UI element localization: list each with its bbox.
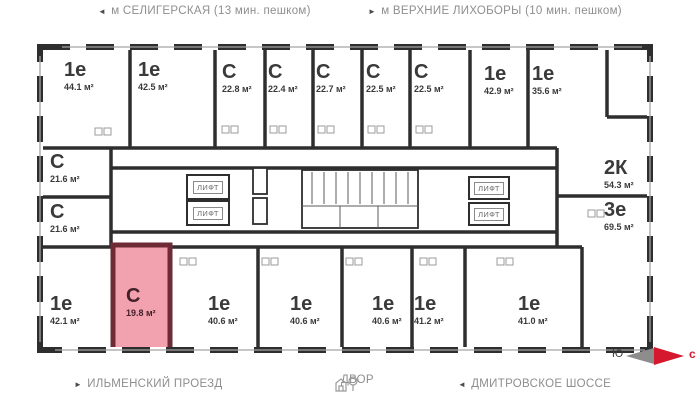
poi-metro-seligerskaya: ◄ м СЕЛИГЕРСКАЯ (13 мин. пешком) xyxy=(98,5,311,17)
unit-area: 42.5 м² xyxy=(138,82,168,92)
elevator-label: ЛИФТ xyxy=(193,206,223,220)
unit-type: 3е xyxy=(604,199,627,221)
poi-ilmensky-proezd: ► ИЛЬМЕНСКИЙ ПРОЕЗД xyxy=(74,378,223,390)
unit-type: С xyxy=(126,285,141,307)
elevator-label: ЛИФТ xyxy=(474,207,504,221)
unit-area: 22.7 м² xyxy=(316,84,346,94)
windows xyxy=(37,44,653,353)
unit-area: 19.8 м² xyxy=(126,308,156,318)
unit-type: 1е xyxy=(50,293,73,315)
poi-label: ИЛЬМЕНСКИЙ ПРОЕЗД xyxy=(87,378,223,390)
unit-area: 21.6 м² xyxy=(50,174,80,184)
unit-type: 1е xyxy=(208,293,231,315)
unit-type: С xyxy=(222,61,237,83)
poi-dmitrovskoe-shosse: ◄ ДМИТРОВСКОЕ ШОССЕ xyxy=(458,378,611,390)
unit-area: 41.2 м² xyxy=(414,316,444,326)
arrow-right-icon: ► xyxy=(74,379,83,389)
elevator: ЛИФТ xyxy=(468,202,510,226)
elevator: ЛИФТ xyxy=(186,174,230,200)
poi-label: м ВЕРХНИЕ ЛИХОБОРЫ (10 мин. пешком) xyxy=(381,5,622,17)
unit-type: 1е xyxy=(64,59,87,81)
compass-arrow xyxy=(626,347,684,365)
compass-south-label: Ю xyxy=(612,348,624,360)
arrow-left-icon: ◄ xyxy=(458,379,467,389)
unit-type: С xyxy=(268,61,283,83)
unit-area: 42.9 м² xyxy=(484,86,514,96)
unit-type: С xyxy=(414,61,429,83)
unit-area: 35.6 м² xyxy=(532,86,562,96)
unit-area: 22.5 м² xyxy=(366,84,396,94)
staircase xyxy=(301,169,419,229)
unit-area: 41.0 м² xyxy=(518,316,548,326)
compass-north-arrow xyxy=(654,347,684,365)
arrow-left-icon: ◄ xyxy=(98,6,107,16)
arrow-right-icon: ► xyxy=(368,6,377,16)
unit-area: 44.1 м² xyxy=(64,82,94,92)
unit-area: 22.4 м² xyxy=(268,84,298,94)
unit-type: 1е xyxy=(290,293,313,315)
unit-area: 22.8 м² xyxy=(222,84,252,94)
unit-area: 40.6 м² xyxy=(208,316,238,326)
compass-south-arrow xyxy=(626,348,654,364)
poi-courtyard: ДВОР xyxy=(334,374,374,392)
unit-area: 21.6 м² xyxy=(50,224,80,234)
unit-area: 22.5 м² xyxy=(414,84,444,94)
unit-area: 42.1 м² xyxy=(50,316,80,326)
poi-metro-verhnie-lihobory: ► м ВЕРХНИЕ ЛИХОБОРЫ (10 мин. пешком) xyxy=(368,5,622,17)
compass: Ю с xyxy=(604,344,700,368)
interior-walls xyxy=(40,47,650,350)
unit-type: 1е xyxy=(518,293,541,315)
unit-type: 1е xyxy=(484,63,507,85)
elevator: ЛИФТ xyxy=(468,176,510,200)
elevator-label: ЛИФТ xyxy=(474,181,504,195)
unit-area: 40.6 м² xyxy=(372,316,402,326)
unit-type: С xyxy=(50,151,65,173)
compass-north-label: с xyxy=(689,347,696,361)
unit-type: С xyxy=(366,61,381,83)
unit-type: 1е xyxy=(532,63,555,85)
unit-area: 54.3 м² xyxy=(604,180,634,190)
unit-area: 40.6 м² xyxy=(290,316,320,326)
unit-area: 69.5 м² xyxy=(604,222,634,232)
service-shafts xyxy=(252,167,268,225)
elevator: ЛИФТ xyxy=(186,200,230,226)
unit-type: 1е xyxy=(138,59,161,81)
poi-label: м СЕЛИГЕРСКАЯ (13 мин. пешком) xyxy=(111,5,311,17)
unit-type: С xyxy=(50,201,65,223)
unit-type: 1е xyxy=(414,293,437,315)
unit-type: 1е xyxy=(372,293,395,315)
unit-type: 2К xyxy=(604,157,628,179)
poi-label: ДМИТРОВСКОЕ ШОССЕ xyxy=(471,378,612,390)
elevator-label: ЛИФТ xyxy=(193,180,223,194)
unit-type: С xyxy=(316,61,331,83)
